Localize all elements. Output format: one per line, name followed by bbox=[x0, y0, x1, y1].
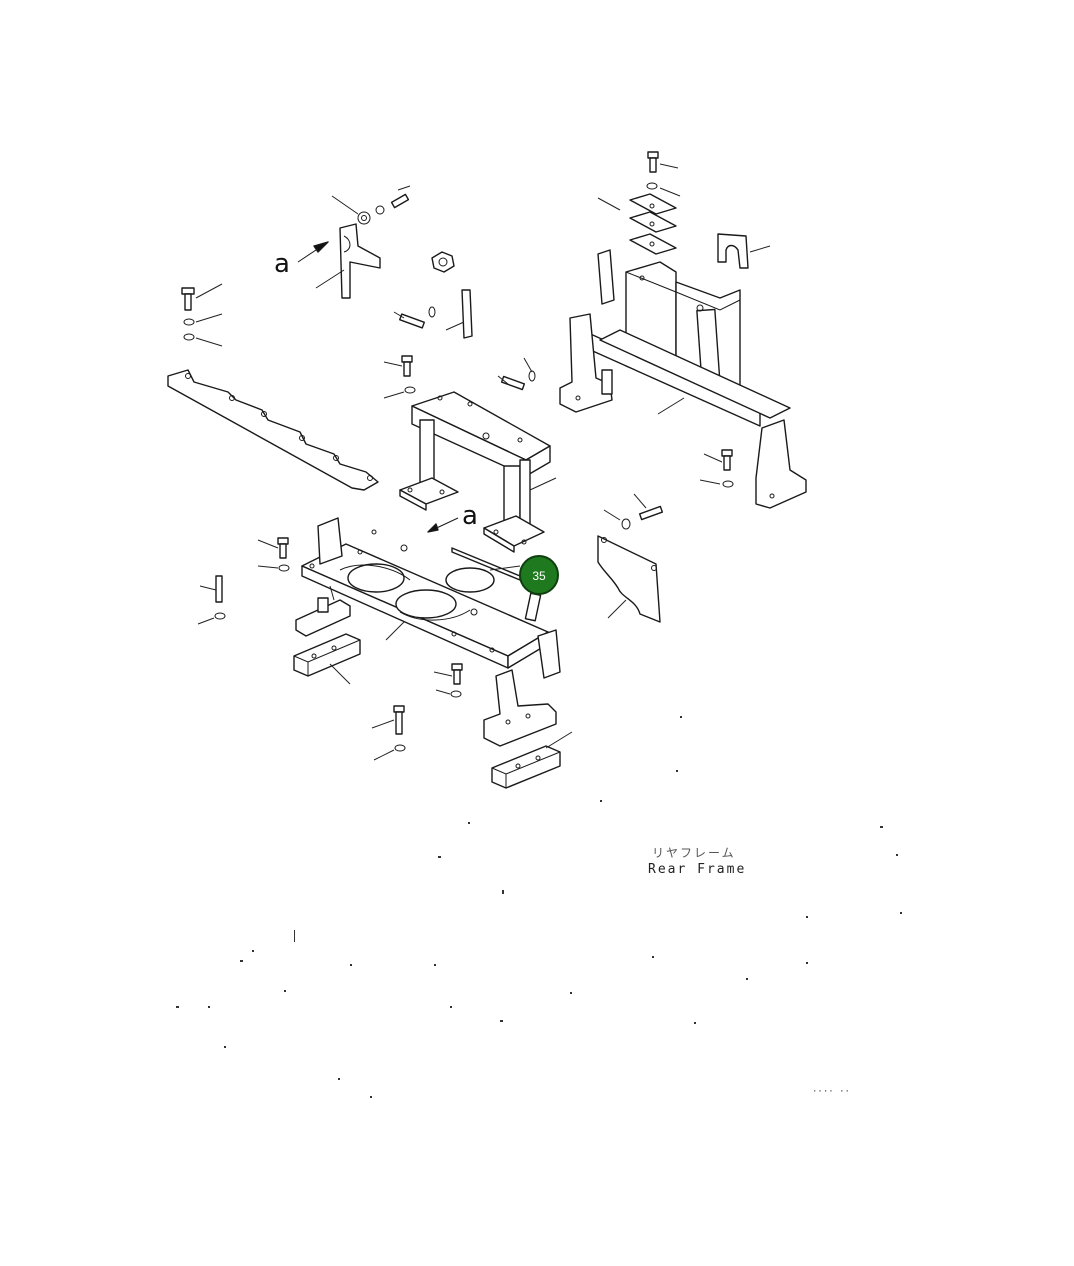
bottom-right-support bbox=[483, 669, 573, 789]
mid-bolts bbox=[383, 289, 536, 399]
hex-nut bbox=[431, 251, 455, 273]
main-base-frame bbox=[301, 517, 561, 679]
base-bolts bbox=[197, 537, 463, 761]
corner-code: ···· ·· bbox=[812, 1087, 850, 1097]
arrow-a-mid bbox=[427, 517, 459, 533]
right-bolts bbox=[603, 449, 734, 530]
rear-upper-frame bbox=[559, 249, 807, 509]
callout-35-hotspot[interactable]: 35 bbox=[519, 555, 559, 595]
bottom-left-brackets bbox=[293, 585, 361, 685]
caption-english: Rear Frame bbox=[648, 862, 746, 877]
upper-left-bracket bbox=[297, 185, 411, 299]
scan-noise bbox=[176, 716, 902, 1098]
long-toothed-plate bbox=[167, 369, 379, 491]
callout-35-label: 35 bbox=[532, 569, 546, 583]
side-cover-panel bbox=[597, 535, 661, 623]
left-bolt-stack bbox=[181, 283, 223, 347]
callout-letter-a-top: a bbox=[274, 249, 290, 279]
center-stand bbox=[399, 391, 557, 553]
caption-japanese: リヤフレーム bbox=[652, 846, 736, 860]
callout-letter-a-mid: a bbox=[462, 501, 478, 531]
shim-stack bbox=[597, 151, 771, 269]
